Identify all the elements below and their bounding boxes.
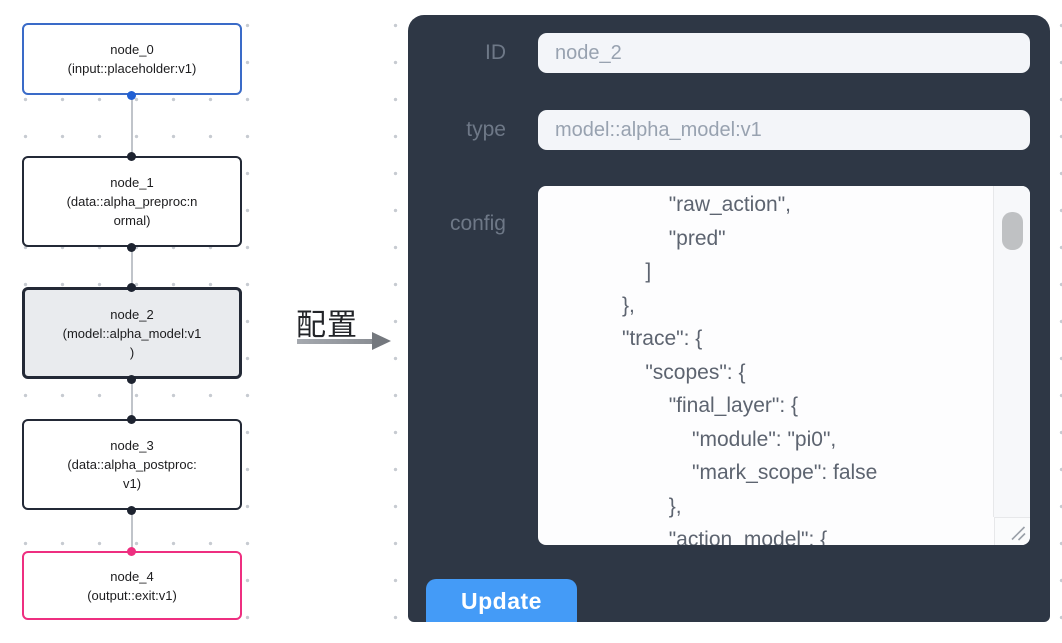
node-subtitle: (input::placeholder:v1) [67,61,197,76]
node-node_0[interactable]: node_0 (input::placeholder:v1) [22,23,242,95]
node-subtitle: (data::alpha_postproc: v1) [67,457,197,491]
node-node_3[interactable]: node_3 (data::alpha_postproc: v1) [22,419,242,510]
port-node_2-top[interactable] [127,282,136,292]
port-node_0-bottom[interactable] [127,90,136,100]
edge-node_2-node_3[interactable] [131,379,133,419]
update-button[interactable]: Update [426,579,577,622]
config-arrow [297,339,373,344]
port-node_4-top[interactable] [127,546,136,556]
config-scrollbar-track[interactable] [993,186,1030,517]
node-title: node_0 [110,42,154,57]
config-scrollbar-corner [994,517,1030,545]
port-node_3-top[interactable] [127,414,136,424]
port-node_1-bottom[interactable] [127,242,136,252]
node-node_2[interactable]: node_2 (model::alpha_model:v1 ) [22,287,242,379]
edge-node_0-node_1[interactable] [131,95,133,156]
node-subtitle: (output::exit:v1) [87,587,177,603]
config-field-label: config [449,212,506,235]
node-title: node_2 [110,306,154,322]
id-field-label: ID [485,41,506,64]
config-annotation-label: 配置 [296,309,358,342]
edge-node_3-node_4[interactable] [131,510,133,551]
config-arrow-head-icon [372,332,391,350]
id-input[interactable] [538,33,1030,73]
canvas-gutter [257,0,393,643]
node-title: node_3 [110,438,154,453]
resize-handle-icon[interactable] [1009,524,1027,542]
node-title: node_4 [110,568,154,584]
node-title: node_1 [110,175,154,190]
edge-node_1-node_2[interactable] [131,247,133,287]
port-node_2-bottom[interactable] [127,374,136,384]
node-node_4[interactable]: node_4 (output::exit:v1) [22,551,242,620]
config-scrollbar-thumb[interactable] [1002,212,1023,250]
port-node_3-bottom[interactable] [127,505,136,515]
type-input[interactable] [538,110,1030,150]
config-json-text[interactable]: "raw_action", "pred" ] }, "trace": { "sc… [622,193,878,545]
config-textarea[interactable]: "raw_action", "pred" ] }, "trace": { "sc… [538,186,1030,545]
node-subtitle: (data::alpha_preproc:n ormal) [66,194,198,228]
type-field-label: type [466,118,506,141]
node-inspector-panel: ID type config "raw_action", "pred" ] },… [408,15,1050,622]
node-node_1[interactable]: node_1 (data::alpha_preproc:n ormal) [22,156,242,247]
port-node_1-top[interactable] [127,151,136,161]
node-subtitle: (model::alpha_model:v1 ) [62,325,202,360]
